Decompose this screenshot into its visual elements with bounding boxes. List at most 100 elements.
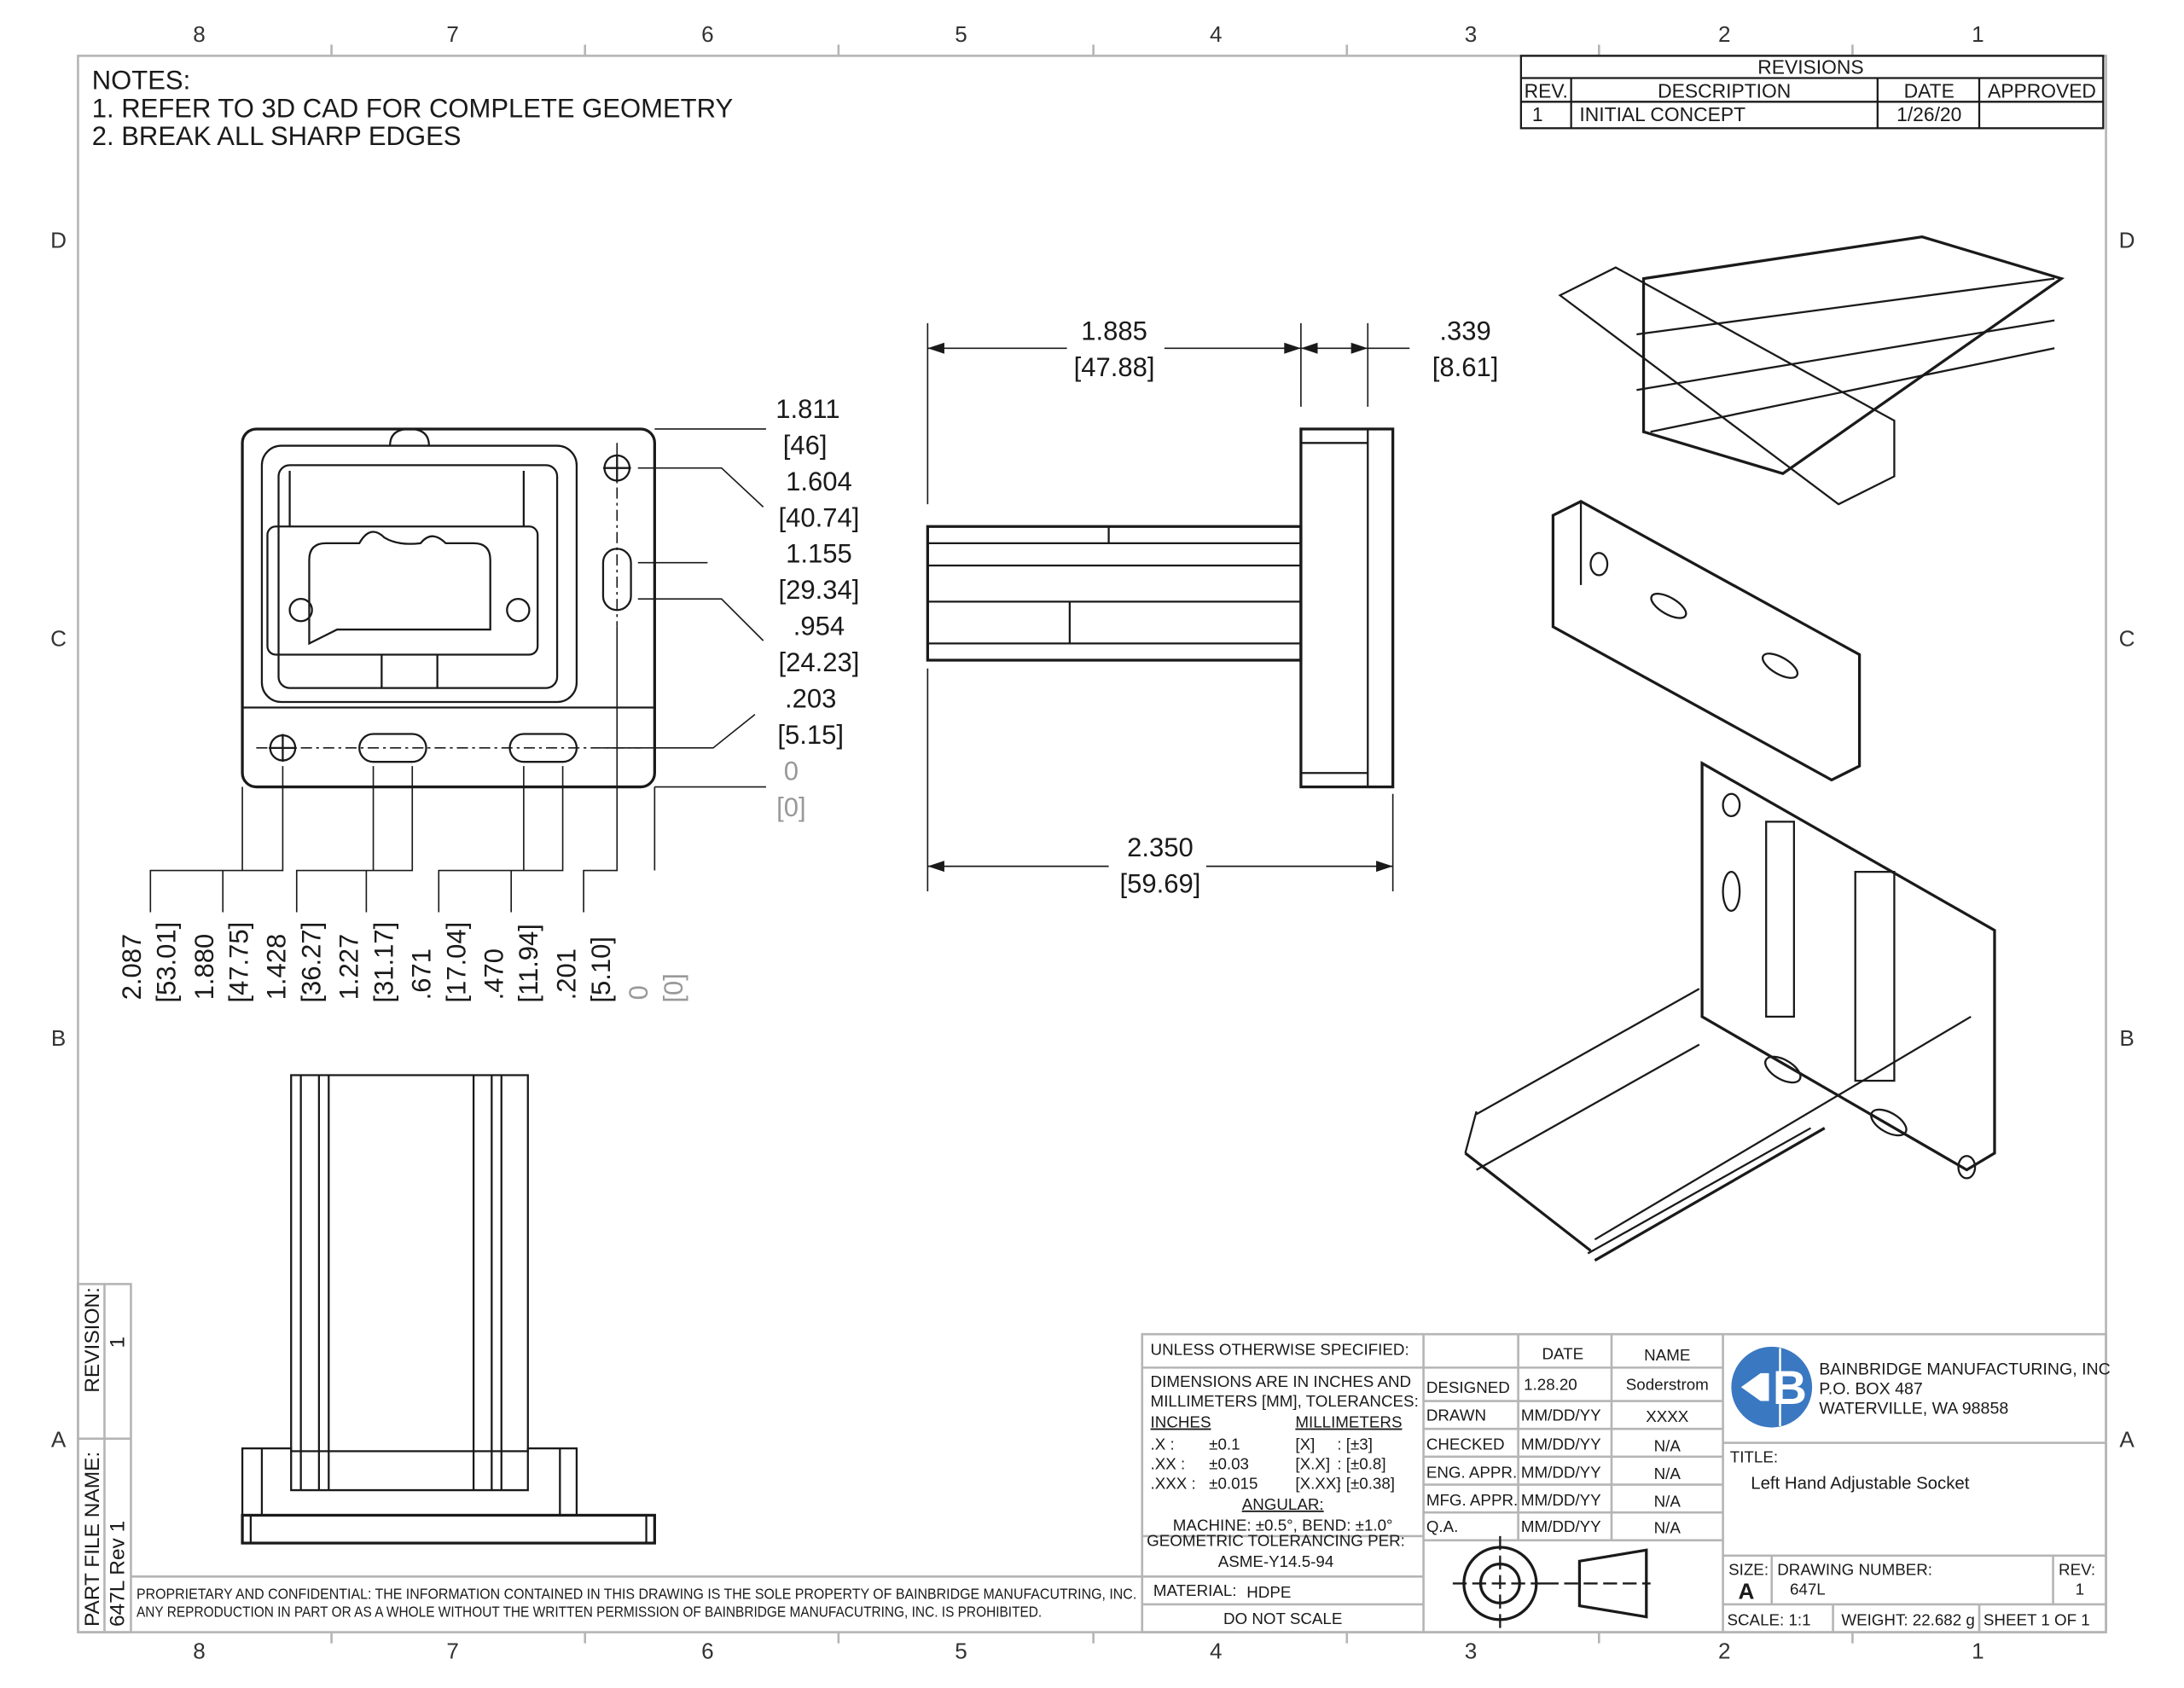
front-view-vertical-dimensions: 1.811 [46] 1.604 [40.74] 1.155 [29.34] .… [775, 394, 859, 822]
zone-column-label: 2 [1718, 21, 1731, 47]
drawing-number: 647L [1790, 1580, 1826, 1598]
dim-value-mm: [40.74] [779, 502, 860, 532]
tol-inch: ±0.03 [1209, 1455, 1249, 1473]
date-cell: 1/26/20 [1896, 103, 1961, 125]
zone-column-label: 4 [1210, 1639, 1223, 1664]
title-label: TITLE: [1730, 1447, 1778, 1465]
note-1: 1. REFER TO 3D CAD FOR COMPLETE GEOMETRY [92, 93, 733, 123]
dim-value-mm: [46] [783, 430, 828, 460]
dim-value: .203 [785, 683, 836, 713]
dim-value: .954 [793, 612, 845, 641]
tolerance-line-2: MILLIMETERS [MM], TOLERANCES: [1151, 1392, 1419, 1410]
dim-value: 1.885 [1081, 316, 1147, 345]
dim-value-mm: [0] [659, 973, 688, 1002]
sheet-number: SHEET 1 OF 1 [1984, 1610, 2090, 1628]
zone-column-label: 5 [955, 1639, 967, 1664]
revisions-title: REVISIONS [1757, 56, 1863, 78]
company-name: BAINBRIDGE MANUFACTURING, INC [1819, 1360, 2111, 1379]
title-block: UNLESS OTHERWISE SPECIFIED: DIMENSIONS A… [1141, 1332, 2111, 1633]
tolerance-line-1: DIMENSIONS ARE IN INCHES AND [1151, 1372, 1412, 1390]
zone-row-label: C [50, 626, 67, 652]
dim-value: 1.227 [334, 934, 364, 1001]
zone-row-label: A [51, 1426, 67, 1452]
dim-value: 1.428 [262, 934, 292, 1001]
approval-date: MM/DD/YY [1521, 1406, 1601, 1424]
approval-date: MM/DD/YY [1521, 1463, 1601, 1481]
approval-name: XXXX [1646, 1407, 1689, 1425]
isometric-view-bottom [1464, 760, 1996, 1262]
tol-mm: : [±0.38] [1337, 1474, 1395, 1492]
zone-column-label: 6 [701, 1639, 714, 1664]
date-header: DATE [1904, 79, 1955, 102]
revisions-table: REVISIONS REV. DESCRIPTION DATE APPROVED… [1519, 55, 2105, 130]
proprietary-line-1: PROPRIETARY AND CONFIDENTIAL: THE INFORM… [136, 1585, 1136, 1602]
part-info-side-block: REVISION: 1 PART FILE NAME: 647L Rev 1 [77, 1283, 132, 1633]
approval-role: Q.A. [1426, 1517, 1459, 1535]
drawing-number-label: DRAWING NUMBER: [1777, 1561, 1932, 1579]
zone-column-label: 6 [701, 21, 714, 47]
zone-row-label: B [51, 1025, 66, 1051]
do-not-scale: DO NOT SCALE [1223, 1610, 1342, 1627]
dim-value-mm: [5.10] [586, 937, 616, 1003]
dim-value: 1.811 [775, 394, 839, 424]
rev-header: REV. [1525, 79, 1568, 102]
company-address-1: P.O. BOX 487 [1819, 1379, 1923, 1398]
approvals-name-header: NAME [1644, 1346, 1690, 1364]
approval-date: MM/DD/YY [1521, 1517, 1601, 1535]
sheet-border [77, 55, 2107, 1633]
file-name-label: PART FILE NAME: [81, 1452, 104, 1627]
tol-mm-label: [X.X] [1295, 1455, 1330, 1473]
angular-heading: ANGULAR: [1242, 1495, 1324, 1513]
dim-value-mm: [47.75] [224, 922, 254, 1003]
approval-role: DRAWN [1426, 1406, 1486, 1424]
zone-column-label: 2 [1718, 1639, 1731, 1664]
dim-value: 1.155 [786, 539, 852, 569]
side-view: 1.885 [47.88] .339 [8.61] 2.350 [59.69] [926, 316, 1499, 899]
approval-name: N/A [1654, 1493, 1682, 1511]
zone-row-label: C [2119, 626, 2135, 652]
unless-specified: UNLESS OTHERWISE SPECIFIED: [1151, 1341, 1409, 1359]
approvals-date-header: DATE [1542, 1345, 1584, 1363]
zone-column-label: 8 [193, 21, 206, 47]
approval-role: CHECKED [1426, 1436, 1505, 1453]
description-cell: INITIAL CONCEPT [1579, 103, 1745, 125]
approval-date: MM/DD/YY [1521, 1436, 1601, 1453]
tol-inch: ±0.1 [1209, 1436, 1240, 1453]
dim-value-mm: [8.61] [1432, 352, 1499, 382]
dim-value: 2.350 [1127, 832, 1194, 862]
size-value: A [1739, 1578, 1755, 1604]
size-label: SIZE: [1728, 1561, 1769, 1579]
zone-column-label: 3 [1465, 21, 1478, 47]
dim-value-mm: [0] [776, 792, 805, 822]
rev-label: REV: [2059, 1561, 2095, 1579]
zone-column-label: 4 [1210, 21, 1223, 47]
inches-heading: INCHES [1151, 1413, 1211, 1431]
front-view-horizontal-dimensions: 2.087[53.01]1.880[47.75]1.428[36.27]1.22… [117, 922, 688, 1003]
file-name-value: 647L Rev 1 [106, 1521, 129, 1627]
bottom-view [241, 1074, 656, 1545]
rev-value: 1 [2076, 1580, 2084, 1598]
angular-values: MACHINE: ±0.5°, BEND: ±1.0° [1173, 1516, 1393, 1534]
company-address-2: WATERVILLE, WA 98858 [1819, 1399, 2008, 1418]
approval-name: Soderstrom [1626, 1376, 1709, 1394]
drawing-title: Left Hand Adjustable Socket [1751, 1474, 1970, 1493]
zone-column-label: 1 [1972, 21, 1984, 47]
dim-value: .470 [479, 948, 508, 1000]
approval-role: MFG. APPR. [1426, 1491, 1518, 1509]
geometric-tolerancing: GEOMETRIC TOLERANCING PER: [1147, 1531, 1405, 1549]
dim-value: .201 [551, 948, 581, 1000]
third-angle-projection-symbol [1452, 1535, 1651, 1631]
tol-mm-label: [X.XX] [1295, 1474, 1340, 1492]
tol-mm-label: [X] [1295, 1436, 1315, 1453]
dim-value-mm: [59.69] [1120, 869, 1201, 899]
tol-label: .XXX : [1151, 1474, 1196, 1492]
notes: NOTES: 1. REFER TO 3D CAD FOR COMPLETE G… [92, 66, 733, 151]
dim-value-mm: [11.94] [514, 924, 543, 1003]
revision-value: 1 [106, 1337, 129, 1349]
weight: WEIGHT: 22.682 g [1841, 1610, 1974, 1628]
zone-column-label: 1 [1972, 1639, 1984, 1664]
material-value: HDPE [1246, 1583, 1291, 1601]
approval-role: ENG. APPR. [1426, 1463, 1517, 1481]
